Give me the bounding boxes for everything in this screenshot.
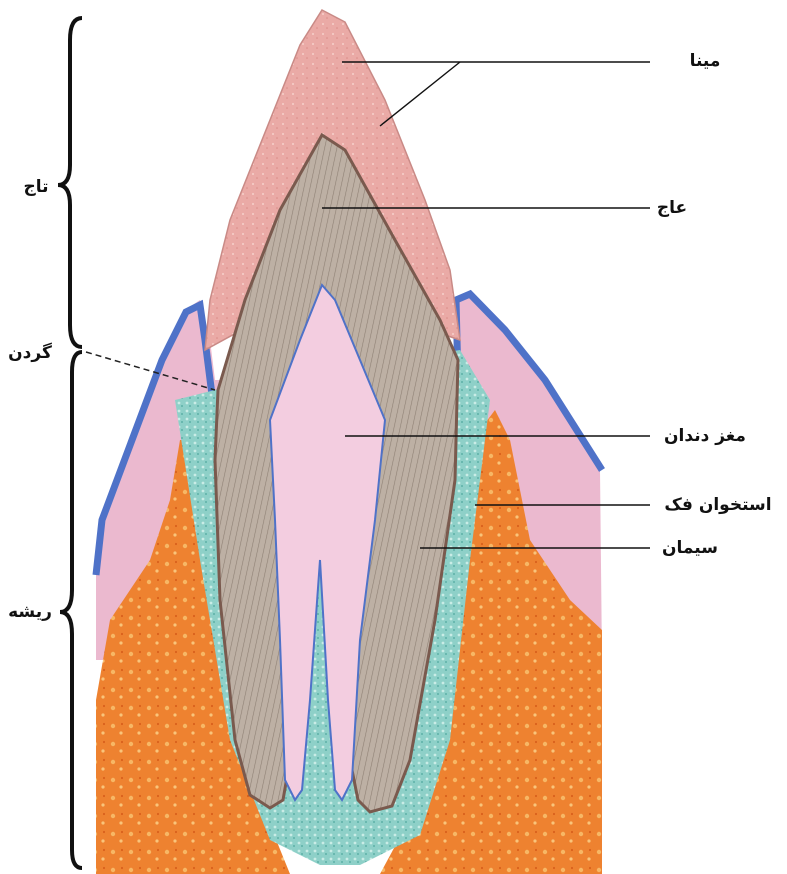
region-label-crown: تاج: [23, 177, 48, 197]
label-pulp: مغز دندان: [664, 426, 746, 446]
label-dentin: عاج: [657, 198, 687, 218]
region-label-root: ریشه: [8, 602, 52, 622]
label-enamel: مینا: [690, 51, 721, 71]
region-label-neck: گردن: [8, 342, 52, 363]
leader-enamel-2: [380, 62, 460, 126]
label-cementum: سیمان: [662, 538, 718, 558]
label-jaw-bone: استخوان فک: [664, 495, 771, 515]
root-brace: [60, 352, 82, 868]
crown-brace: [58, 18, 82, 347]
